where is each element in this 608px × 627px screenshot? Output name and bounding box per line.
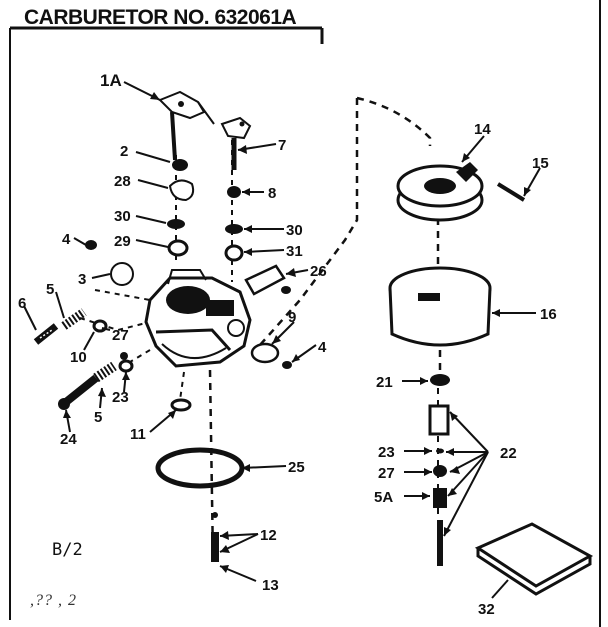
callout-30-right: 30 xyxy=(286,222,303,239)
callout-26: 26 xyxy=(310,263,327,280)
part-23-o-ring-left xyxy=(118,359,134,373)
leader-arrowheads xyxy=(63,92,531,573)
part-4-screw-lower xyxy=(282,361,292,369)
dashed-guide-bowl-left xyxy=(259,98,359,346)
part-5a-spring xyxy=(433,488,447,508)
part-9-plate xyxy=(250,342,280,364)
callout-16: 16 xyxy=(540,306,557,323)
part-22-nut xyxy=(428,404,450,436)
part-4-screw-upper xyxy=(85,240,97,250)
callout-31: 31 xyxy=(286,243,303,260)
callout-4-lower: 4 xyxy=(318,339,327,356)
part-8-spring xyxy=(227,186,241,198)
part-27-washer-right xyxy=(433,465,447,477)
diagram-title: CARBURETOR NO. 632061A xyxy=(24,6,297,29)
part-23-o-ring-right xyxy=(436,448,444,454)
part-6-idle-screw xyxy=(33,323,59,345)
callout-3: 3 xyxy=(78,271,86,288)
callout-27-right: 27 xyxy=(378,465,395,482)
part-11-seat xyxy=(170,398,192,412)
callout-5a: 5A xyxy=(374,489,393,506)
callout-25: 25 xyxy=(288,459,305,476)
part-31-seal xyxy=(224,244,244,262)
dashed-guide-seat-axis xyxy=(179,371,185,401)
callout-9: 9 xyxy=(288,309,296,326)
callout-32: 32 xyxy=(478,601,495,618)
dashed-guide-idle-axis xyxy=(79,317,151,332)
part-21-washer xyxy=(430,374,450,386)
part-7-choke-shaft xyxy=(220,116,252,170)
part-16-bowl xyxy=(388,266,492,347)
part-12-ball xyxy=(212,512,218,518)
callout-13: 13 xyxy=(262,577,279,594)
callout-8: 8 xyxy=(268,185,276,202)
callout-10: 10 xyxy=(70,349,87,366)
callout-23-left: 23 xyxy=(112,389,129,406)
callout-30-left: 30 xyxy=(114,208,131,225)
part-30-seal-right xyxy=(225,224,243,234)
callout-12: 12 xyxy=(260,527,277,544)
part-32-kit-box xyxy=(474,522,594,596)
callout-28: 28 xyxy=(114,173,131,190)
callout-23-right: 23 xyxy=(378,444,395,461)
callout-27-left: 27 xyxy=(112,327,129,344)
part-12-pin xyxy=(211,532,219,562)
callout-15: 15 xyxy=(532,155,549,172)
callout-6: 6 xyxy=(18,295,26,312)
part-24-needle xyxy=(58,374,99,410)
callout-21: 21 xyxy=(376,374,393,391)
callout-5-upper: 5 xyxy=(46,281,54,298)
callout-14: 14 xyxy=(474,121,491,138)
callout-29: 29 xyxy=(114,233,131,250)
dashed-guide-top xyxy=(356,96,432,146)
part-29-seal xyxy=(167,239,189,257)
callout-1a: 1A xyxy=(100,71,122,90)
dashed-guide-lower-axis xyxy=(208,369,215,561)
part-25-gasket xyxy=(155,447,245,489)
part-27-washer-left xyxy=(120,352,128,360)
part-5-spring-upper xyxy=(61,308,87,330)
part-1a-throttle-lever xyxy=(158,90,215,161)
part-5-spring-lower xyxy=(93,361,117,383)
part-14-float xyxy=(396,162,484,222)
part-26-fuel-inlet xyxy=(244,264,291,296)
part-2-screw xyxy=(172,159,188,171)
part-30-seal-left xyxy=(167,219,185,229)
callout-11: 11 xyxy=(130,426,146,443)
callout-22: 22 xyxy=(500,445,517,462)
callout-4-upper: 4 xyxy=(62,231,71,248)
dashed-guide-plug-axis xyxy=(94,289,151,301)
corner-label: B/2 xyxy=(52,540,83,560)
footer-mark: ,?? , 2 xyxy=(30,592,77,609)
part-15-float-pin xyxy=(496,182,526,202)
part-3-welch-plug xyxy=(110,262,134,286)
callout-7: 7 xyxy=(278,137,286,154)
part-28-spring xyxy=(168,179,195,202)
callout-24: 24 xyxy=(60,431,77,448)
callout-2: 2 xyxy=(120,143,128,160)
callout-5-lower: 5 xyxy=(94,409,102,426)
part-carburetor-body xyxy=(144,269,252,368)
